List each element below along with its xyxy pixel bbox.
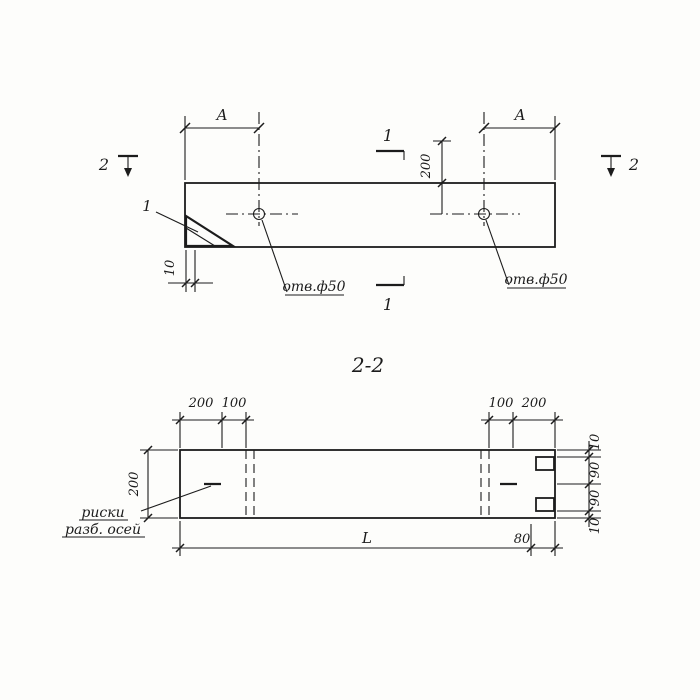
dim-200-top-left-label: 200 [188, 396, 214, 411]
dim-top-left: 200 100 [172, 396, 254, 448]
top-view: 1 A A [98, 106, 639, 314]
section-view: 200 100 100 200 200 [62, 396, 603, 556]
section-mark-2-right: 2 [601, 154, 639, 177]
dim-90-lower-label: 90 [588, 490, 603, 507]
dim-tick [508, 415, 518, 425]
dim-tick [437, 136, 447, 146]
dim-10-bottom-label: 10 [588, 518, 603, 535]
dim-80-label: 80 [514, 532, 531, 547]
section-1-top-label: 1 [383, 126, 393, 145]
section-1-bottom-label: 1 [383, 295, 393, 314]
dim-tick [175, 543, 185, 553]
hole-note-left-label: отв.ф50 [282, 279, 345, 295]
dim-a-right: A [478, 106, 561, 180]
dim-length-label: L [361, 529, 372, 547]
dim-tick [143, 513, 153, 523]
dim-tick [549, 122, 561, 134]
dim-tick [437, 178, 447, 188]
dim-tick [190, 278, 200, 288]
section-mark-2-left: 2 [98, 154, 138, 177]
detail-mark-label: 1 [142, 197, 152, 215]
corner-plate-triangle [184, 213, 237, 248]
dim-tick [550, 415, 560, 425]
detail-leader-line [155, 211, 199, 233]
hole-note-right: отв.ф50 [485, 219, 568, 289]
leader-line [261, 219, 288, 293]
dim-tick [584, 452, 594, 462]
corner-plate-detail: 1 [142, 197, 237, 248]
hole-note-left: отв.ф50 [261, 219, 346, 296]
dim-tick [584, 506, 594, 516]
dim-90-upper-label: 90 [588, 462, 603, 479]
dim-tick [217, 415, 227, 425]
dim-200-top-right-label: 200 [521, 396, 547, 411]
dim-200-hole: 200 [419, 136, 451, 214]
dim-tick [584, 479, 594, 489]
view-direction-arrow [607, 168, 615, 177]
anchor-notch-lower [535, 497, 555, 512]
dim-a-right-label: A [513, 106, 526, 124]
dim-tick [241, 415, 251, 425]
dim-tick [179, 122, 191, 134]
dim-100-top-left-label: 100 [222, 396, 247, 411]
section-outline [179, 449, 556, 519]
dim-10-label: 10 [163, 260, 178, 277]
dim-bottom: L 80 [172, 521, 563, 556]
dim-tick [550, 543, 560, 553]
section-mark-1-bottom: 1 [376, 276, 405, 314]
dim-10-edge: 10 [163, 250, 213, 292]
section-2-left-label: 2 [98, 155, 109, 174]
section-title: 2-2 [351, 353, 384, 377]
leader-line [485, 219, 510, 286]
dim-10-top-label: 10 [588, 434, 603, 451]
dim-tick [526, 543, 536, 553]
section-mark-1-top: 1 [376, 126, 405, 160]
dim-100-top-right-label: 100 [489, 396, 514, 411]
beam-outline [184, 182, 556, 248]
dim-tick [584, 445, 594, 455]
axes-note: риски разб. осей [62, 485, 212, 538]
view-direction-arrow [124, 168, 132, 177]
hole-note-right-label: отв.ф50 [504, 272, 567, 288]
leader-line [140, 485, 212, 512]
dim-top-right: 100 200 [481, 396, 563, 448]
dim-tick [175, 415, 185, 425]
hole-right [477, 207, 491, 221]
dim-200-label: 200 [419, 154, 434, 180]
dim-right-stack: 10 90 90 10 [557, 434, 603, 535]
axes-note-line1: риски [81, 505, 124, 521]
dim-tick [143, 445, 153, 455]
dim-tick [484, 415, 494, 425]
dim-width-200: 200 [127, 445, 178, 523]
anchor-notch-upper [535, 456, 555, 471]
dim-width-200-label: 200 [127, 472, 142, 498]
dim-tick [181, 278, 191, 288]
corner-plate-inner-line [185, 227, 216, 247]
axes-note-line2: разб. осей [65, 522, 141, 538]
dim-a-left: A [179, 106, 265, 180]
section-2-right-label: 2 [628, 155, 639, 174]
dim-tick [584, 513, 594, 523]
hole-left [252, 207, 266, 221]
dim-a-left-label: A [215, 106, 228, 124]
